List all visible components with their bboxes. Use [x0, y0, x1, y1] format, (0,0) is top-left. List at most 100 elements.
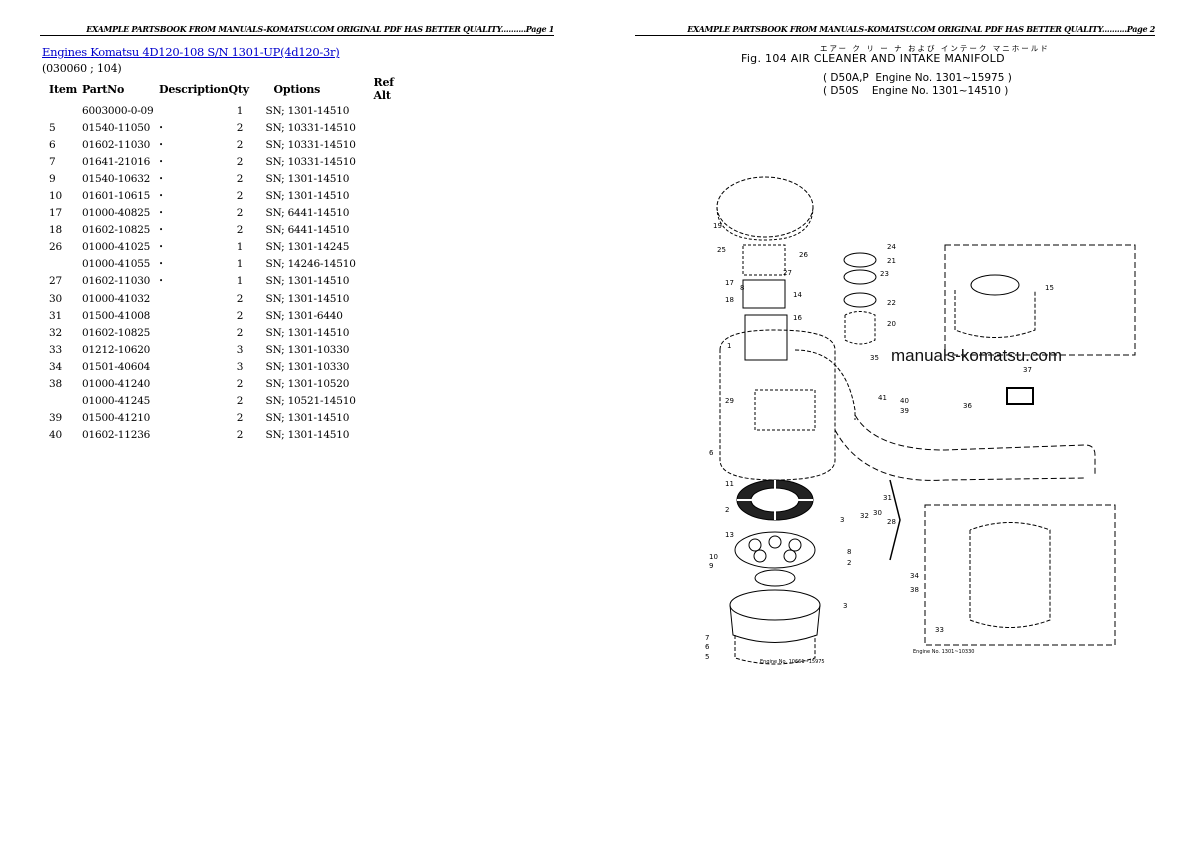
svg-text:24: 24 — [887, 243, 896, 251]
cell-options: SN; 1301-14510 — [265, 190, 350, 203]
cell-qty: 2 — [236, 172, 244, 185]
cell-options: SN; 1301-6440 — [265, 309, 343, 322]
cell-item: 33 — [49, 343, 62, 356]
header-ref-alt: Ref Alt — [373, 76, 394, 102]
cell-options: SN; 10521-14510 — [265, 395, 356, 408]
cell-options: SN; 1301-14510 — [265, 104, 350, 117]
svg-text:6: 6 — [709, 449, 714, 457]
svg-text:20: 20 — [887, 320, 896, 328]
breadcrumb-link-engines[interactable]: Engines Komatsu — [42, 45, 140, 59]
cell-item: 38 — [49, 378, 62, 391]
cell-ref-alt — [374, 324, 414, 341]
breadcrumb-link-model[interactable]: 4D120-108 S/N 1301-UP(4d120-3r) — [142, 45, 340, 59]
cell-options: SN; 1301-10520 — [265, 378, 350, 391]
svg-text:27: 27 — [783, 269, 792, 277]
cell-qty: 3 — [236, 360, 244, 373]
diagram-page: EXAMPLE PARTSBOOK FROM MANUALS-KOMATSU.C… — [595, 0, 1190, 842]
cell-partno: 01000-41032 — [82, 292, 151, 305]
cell-ref-alt — [374, 376, 414, 393]
table-row: 6003000-0-09 1 SN; 1301-14510 — [44, 102, 414, 119]
cell-ref-alt — [374, 393, 414, 410]
svg-text:8: 8 — [847, 548, 851, 556]
cell-partno: 01501-40604 — [82, 360, 151, 373]
cell-partno: 01000-40825 — [82, 207, 151, 220]
cell-item: 39 — [49, 412, 62, 425]
cell-qty: 2 — [236, 412, 244, 425]
cell-qty: 1 — [236, 241, 244, 254]
cell-partno: 01000-41245 — [82, 395, 151, 408]
cell-ref-alt — [374, 341, 414, 358]
cell-options: SN; 1301-14510 — [265, 275, 350, 288]
cell-qty: 2 — [236, 155, 244, 168]
header-options: Options — [273, 82, 321, 96]
svg-text:5: 5 — [705, 653, 709, 661]
cell-description: • — [159, 192, 163, 201]
cell-description — [159, 358, 229, 375]
cell-partno: 6003000-0-09 — [82, 104, 154, 117]
svg-text:29: 29 — [725, 397, 734, 405]
svg-text:13: 13 — [725, 531, 734, 539]
svg-text:32: 32 — [860, 512, 869, 520]
banner-divider — [635, 35, 1155, 36]
cell-description: • — [159, 140, 163, 149]
parts-list-page: EXAMPLE PARTSBOOK FROM MANUALS-KOMATSU.C… — [40, 24, 554, 442]
svg-text:1: 1 — [727, 342, 731, 350]
cell-partno: 01602-11030 — [82, 275, 151, 288]
svg-text:2: 2 — [725, 506, 729, 514]
svg-text:21: 21 — [887, 257, 896, 265]
cell-description: • — [159, 226, 163, 235]
cell-item: 6 — [49, 138, 56, 151]
svg-text:Engine No. 10661~15975: Engine No. 10661~15975 — [760, 659, 825, 665]
cell-options: SN; 6441-14510 — [265, 207, 350, 220]
cell-ref-alt — [374, 358, 414, 375]
cell-ref-alt — [374, 102, 414, 119]
svg-text:33: 33 — [935, 626, 944, 634]
cell-options: SN; 1301-14510 — [265, 172, 350, 185]
cell-qty: 1 — [236, 104, 244, 117]
cell-options: SN; 1301-14510 — [265, 292, 350, 305]
cell-ref-alt — [374, 136, 414, 153]
cell-item: 9 — [49, 172, 56, 185]
cell-qty: 2 — [236, 326, 244, 339]
page-subtitle: (030060 ; 104) — [42, 62, 122, 75]
cell-item: 32 — [49, 326, 62, 339]
svg-text:38: 38 — [910, 586, 919, 594]
cell-ref-alt — [374, 239, 414, 256]
svg-text:9: 9 — [709, 562, 713, 570]
cell-qty: 2 — [236, 121, 244, 134]
cell-item: 27 — [49, 275, 62, 288]
cell-partno: 01601-10615 — [82, 190, 151, 203]
svg-text:14: 14 — [793, 291, 802, 299]
svg-text:26: 26 — [799, 251, 808, 259]
cell-options: SN; 1301-14245 — [265, 241, 350, 254]
cell-item — [44, 102, 82, 119]
svg-text:40: 40 — [900, 397, 909, 405]
figure-applicability: ( D50A,P Engine No. 1301~15975 ) ( D50S … — [823, 72, 1012, 97]
svg-text:30: 30 — [873, 509, 882, 517]
cell-item: 40 — [49, 429, 62, 442]
cell-item: 30 — [49, 292, 62, 305]
cell-description — [159, 290, 229, 307]
cell-qty: 2 — [236, 224, 244, 237]
cell-ref-alt — [374, 187, 414, 204]
cell-options: SN; 1301-14510 — [265, 326, 350, 339]
svg-text:23: 23 — [880, 270, 889, 278]
svg-text:35: 35 — [870, 354, 879, 362]
cell-options: SN; 1301-10330 — [265, 343, 350, 356]
svg-text:31: 31 — [883, 494, 892, 502]
cell-item: 26 — [49, 241, 62, 254]
cell-ref-alt — [374, 119, 414, 136]
svg-text:8: 8 — [740, 284, 744, 292]
cell-description: • — [159, 209, 163, 218]
svg-text:39: 39 — [900, 407, 909, 415]
cell-partno: 01000-41240 — [82, 378, 151, 391]
